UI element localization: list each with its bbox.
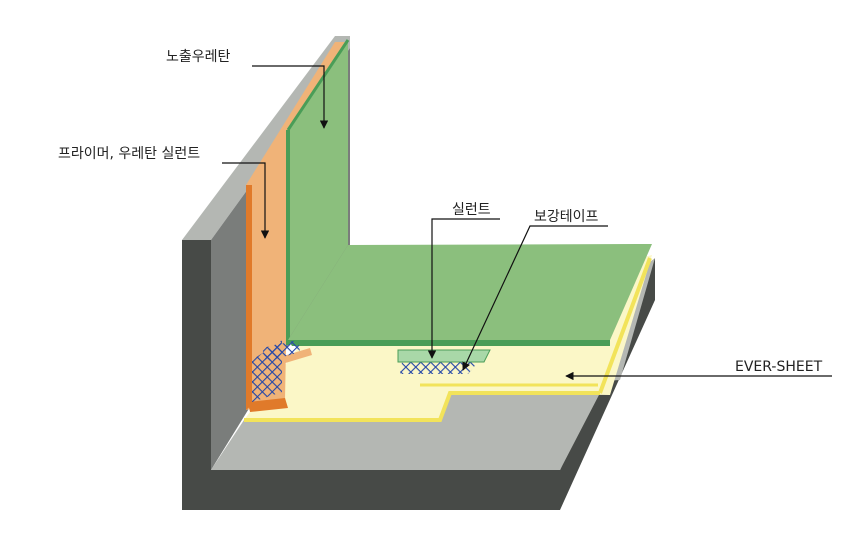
reinforce-tape-mesh bbox=[400, 362, 478, 374]
label-sealant: 실런트 bbox=[452, 202, 491, 218]
sealant-strip bbox=[397, 349, 491, 363]
label-top-urethane: 노출우레탄 bbox=[166, 49, 231, 65]
leader-sealant bbox=[427, 218, 500, 359]
urethane-floor-layer bbox=[288, 244, 652, 340]
wall-left-face bbox=[182, 240, 211, 510]
leader-primer-sealant bbox=[222, 162, 270, 239]
primer-base-strip bbox=[248, 398, 288, 412]
urethane-floor-front-edge bbox=[288, 340, 610, 346]
slab-top-field bbox=[211, 393, 600, 470]
label-ever-sheet: EVER-SHEET bbox=[735, 359, 823, 375]
label-reinforce-tape: 보강테이프 bbox=[534, 209, 599, 225]
urethane-wall-layer bbox=[288, 40, 348, 340]
label-primer-sealant: 프라이머, 우레탄 실런트 bbox=[58, 146, 201, 162]
leader-reinforce-tape bbox=[462, 225, 608, 371]
primer-wall-layer bbox=[246, 42, 348, 410]
ever-sheet-edge-front bbox=[244, 391, 600, 422]
primer-wall-edge bbox=[246, 185, 252, 410]
slab-bottom-face bbox=[211, 470, 560, 510]
corner-mesh-floor bbox=[262, 340, 300, 362]
urethane-wall-top-edge bbox=[286, 39, 350, 131]
leader-top-urethane bbox=[252, 65, 329, 129]
ever-sheet-edge-right bbox=[598, 257, 652, 394]
